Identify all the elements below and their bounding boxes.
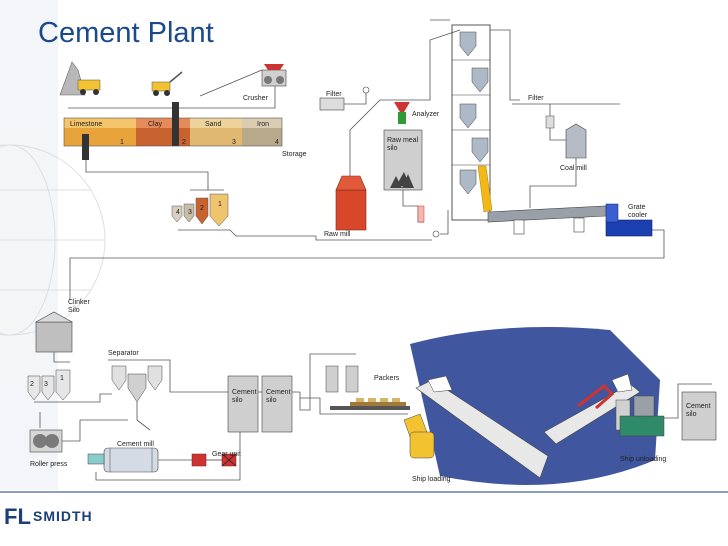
ship-loader [403, 413, 435, 459]
grate-cooler-label-2: cooler [628, 212, 648, 219]
analyzer-label: Analyzer [412, 111, 440, 118]
sea [410, 327, 660, 485]
cement-silo-b [261, 375, 293, 433]
page-title: Cement Plant [38, 17, 214, 49]
ship-loading-label: Ship loading [412, 476, 451, 483]
ship-unloading-vessel [543, 373, 641, 445]
cement-silo-a-label-2: silo [232, 397, 243, 404]
ship-unloader-crane [577, 384, 665, 437]
cement-silo-c-label-2: silo [686, 411, 697, 418]
ship-loading-vessel [415, 375, 549, 479]
coal-mill-label: Coal mill [560, 165, 587, 172]
sand-label: Sand [205, 121, 221, 128]
raw-mill-label: Raw mill [324, 231, 351, 238]
filter-label-2: Filter [528, 95, 544, 102]
cement-silo-a-label-1: Cement [232, 389, 257, 396]
clinker-silo [34, 311, 74, 353]
filter-unit [319, 97, 345, 111]
clinker-bin-1: 1 [60, 375, 64, 382]
raw-material-storage [63, 102, 283, 160]
raw-meal-silo [383, 102, 423, 191]
preheater-tower [451, 24, 493, 221]
cement-mill-label: Cement mill [117, 441, 154, 448]
logo-mark: FL [4, 504, 31, 529]
clinker-silo-label-1: Clinker [68, 299, 90, 306]
crusher-label: Crusher [243, 95, 269, 102]
clinker-bin-2: 2 [30, 381, 34, 388]
bin-number-2: 2 [182, 139, 186, 146]
grate-cooler [605, 203, 653, 237]
cement-silo-b-label-2: silo [266, 397, 277, 404]
packers-label: Packers [374, 375, 400, 382]
excavator-icon [151, 71, 183, 96]
roller-press-label: Roller press [30, 461, 68, 468]
cement-silo-a [227, 375, 259, 433]
grate-cooler-label-1: Grate [628, 204, 646, 211]
logo-wordmark: SMIDTH [33, 508, 93, 524]
cement-silo-b-label-1: Cement [266, 389, 291, 396]
dosing-bin-2: 2 [200, 205, 204, 212]
bin-number-4: 4 [275, 139, 279, 146]
dosing-bin-1: 1 [218, 201, 222, 208]
truck-icon [77, 79, 101, 95]
clinker-silo-label-2: Silo [68, 307, 80, 314]
raw-meal-silo-label-1: Raw meal [387, 137, 419, 144]
cement-silo-c-label-1: Cement [686, 403, 711, 410]
coal-mill [565, 123, 587, 159]
clay-label: Clay [148, 121, 163, 128]
cement-silo-c [681, 391, 717, 441]
gear-unit-label: Gear unit [212, 451, 241, 458]
clinker-bins [27, 369, 71, 401]
clinker-bin-3: 3 [44, 381, 48, 388]
bin-number-3: 3 [232, 139, 236, 146]
roller-press [29, 429, 63, 453]
gear-unit [191, 453, 237, 467]
ship-unloading-label: Ship unloading [620, 456, 666, 463]
coal-filter [545, 115, 555, 129]
iron-label: Iron [257, 121, 269, 128]
raw-meal-silo-label-2: silo [387, 145, 398, 152]
separator-label: Separator [108, 350, 139, 357]
separator [111, 365, 163, 403]
packers [325, 365, 410, 410]
storage-label: Storage [282, 151, 307, 158]
raw-mill [335, 175, 367, 231]
rotary-kiln [487, 205, 607, 235]
crusher [261, 64, 287, 87]
dosing-bin-3: 3 [188, 209, 192, 216]
filter-label-1: Filter [326, 91, 342, 98]
dosing-bins [171, 193, 229, 227]
cement-mill [87, 447, 159, 473]
bin-number-1: 1 [120, 139, 124, 146]
dosing-bin-4: 4 [176, 209, 180, 216]
globe-decoration [0, 0, 106, 490]
limestone-label: Limestone [70, 121, 102, 128]
